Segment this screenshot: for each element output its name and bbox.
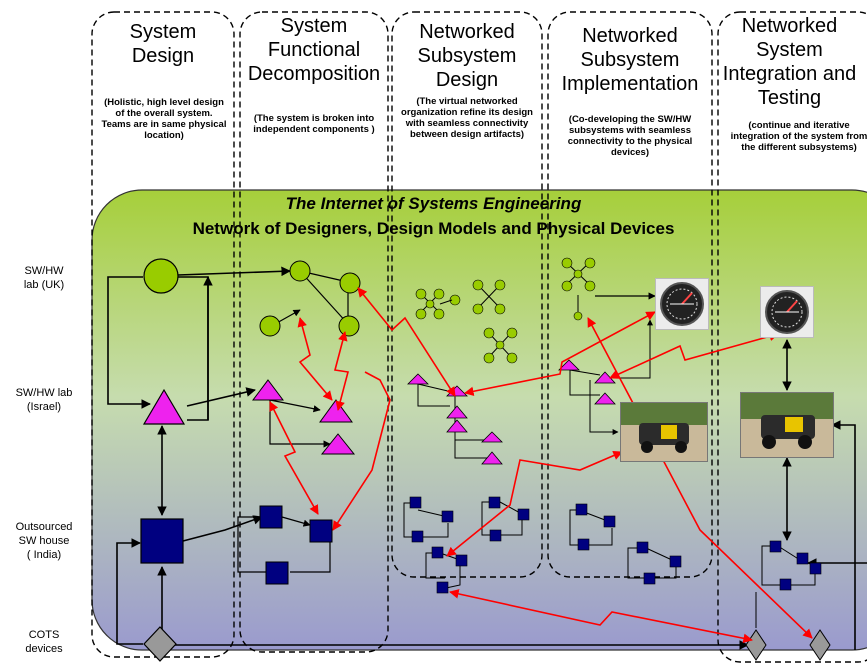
column-title-line: System [280, 15, 348, 37]
row-label-israel: SW/HW lab (Israel) [4, 386, 84, 414]
india-sub-node [259, 505, 283, 529]
column-desc-functional-decomposition: (The system is broken into independent c… [253, 113, 375, 135]
column-title-line: System [756, 39, 823, 61]
row-label-cots: COTS devices [4, 628, 84, 656]
uk-sub-node [259, 315, 281, 337]
row-label-line: SW house [18, 535, 70, 547]
column-desc-integration-testing: (continue and iterative integration of t… [730, 120, 867, 153]
row-label-india: Outsourced SW house ( India) [4, 520, 84, 562]
column-title-line: Integration and Testing [722, 63, 857, 109]
israel-sub-node [252, 379, 284, 401]
red-links [269, 287, 813, 644]
column-border-5 [717, 11, 867, 663]
banner-subtitle: Network of Designers, Design Models and … [192, 219, 675, 238]
column-title-subsystem-design: Networked Subsystem Design [392, 20, 542, 92]
row-label-line: SW/HW lab [15, 387, 73, 399]
row-label-line: Outsourced [15, 521, 73, 533]
column-title-line: Implementation [561, 73, 699, 95]
israel-sub-node [320, 433, 356, 455]
vehicle-photo-icon [620, 402, 708, 462]
column-border-2 [239, 11, 389, 653]
col1-shapes [107, 258, 749, 662]
vehicle-photo-icon [740, 392, 834, 458]
column-desc-subsystem-implementation: (Co-developing the SW/HW subsystems with… [567, 114, 693, 158]
column-title-line: Functional [267, 39, 361, 61]
column-title-functional-decomposition: System Functional Decomposition [238, 14, 390, 86]
gauge-instrument-icon [760, 286, 814, 338]
row-label-line: ( India) [26, 549, 62, 561]
column-title-line: Design [131, 45, 195, 67]
india-sub-node [265, 561, 289, 585]
column-desc-system-design: (Holistic, high level design of the over… [101, 97, 227, 141]
uk-sub-node [289, 260, 311, 282]
column-border-4 [547, 11, 713, 578]
uk-sub-node [339, 272, 361, 294]
india-sub-node [309, 519, 333, 543]
row-label-line: lab (UK) [23, 279, 65, 291]
row-label-line: (Israel) [26, 401, 62, 413]
column-title-line: System [129, 21, 197, 43]
row-label-uk: SW/HW lab (UK) [4, 264, 84, 292]
column-title-subsystem-implementation: Networked Subsystem Implementation [548, 24, 712, 96]
cots-master-node [143, 626, 177, 662]
row-label-line: COTS [28, 629, 60, 641]
uk-master-node [143, 258, 179, 294]
column-title-system-design: System Design [92, 20, 234, 68]
column-desc-subsystem-design: (The virtual networked organization refi… [401, 96, 533, 140]
row-label-line: SW/HW [24, 265, 64, 277]
israel-master-node [142, 388, 186, 425]
column-title-integration-testing: Networked System Integration and Testing [712, 14, 867, 110]
israel-sub-node [319, 399, 353, 423]
column-title-line: Decomposition [247, 63, 381, 85]
column-title-line: Networked [741, 15, 838, 37]
cots-device [809, 629, 831, 661]
uk-cluster [472, 279, 506, 315]
column-title-line: Networked [419, 21, 515, 43]
row-label-line: devices [25, 643, 63, 655]
column-title-line: Subsystem [417, 45, 517, 67]
india-master-node [140, 518, 184, 564]
column-title-line: Networked [582, 25, 678, 47]
gauge-instrument-icon [655, 278, 709, 330]
uk-sub-node [338, 315, 360, 337]
column-title-line: Subsystem [580, 49, 680, 71]
banner-title: The Internet of Systems Engineering [285, 194, 582, 213]
column-border-3 [391, 11, 543, 578]
column-border-1 [91, 11, 235, 658]
column-title-line: Design [435, 69, 499, 91]
